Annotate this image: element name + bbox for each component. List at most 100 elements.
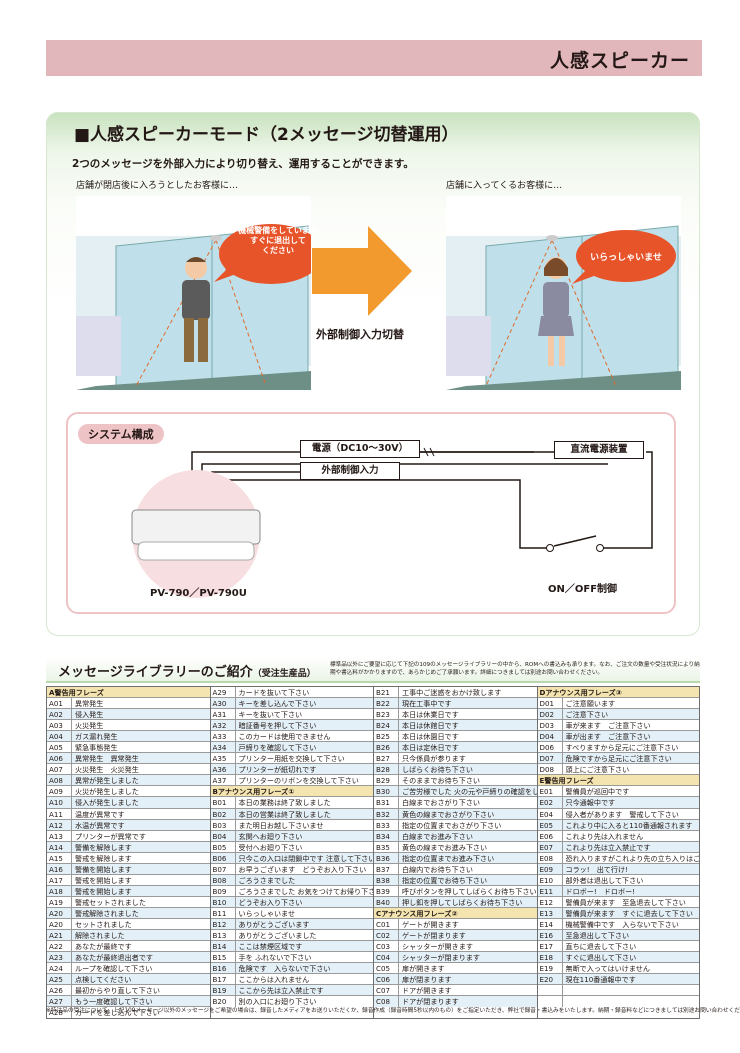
message-text: 玄関へお廻り下さい xyxy=(238,831,303,841)
message-code: A03 xyxy=(47,720,72,731)
closed-store-illustration xyxy=(76,196,311,390)
library-row: E08恐れ入りますがこれより先の立ち入りはご遠慮下さい xyxy=(537,852,699,864)
message-text: ご注意願います xyxy=(565,699,616,709)
message-code: A04 xyxy=(47,731,72,742)
message-text: 白線内でお待ち下さい xyxy=(402,864,473,874)
message-text: カードを差し込んで下さい xyxy=(75,1008,160,1018)
system-title: システム構成 xyxy=(78,424,164,444)
message-code: C01 xyxy=(374,918,399,930)
message-code: E05 xyxy=(538,819,563,830)
message-text: これより先は立入禁止です xyxy=(565,842,651,852)
message-text: ループを確認して下さい xyxy=(75,964,153,974)
dc-power-supply: 直流電源装置 xyxy=(554,441,644,459)
arrow-right-icon xyxy=(312,226,412,316)
library-title-note: （受注生産品） xyxy=(252,669,316,679)
message-code: A25 xyxy=(47,974,72,985)
message-code: C08 xyxy=(374,996,399,1008)
message-code: B24 xyxy=(374,720,399,731)
message-code: B32 xyxy=(374,808,399,819)
message-text: 押し釦を押してしばらくお待ち下さい xyxy=(402,897,523,907)
message-code: B16 xyxy=(211,963,236,974)
message-text: 火災が発生しました xyxy=(75,787,139,797)
message-code: E07 xyxy=(538,841,563,852)
message-text: 指定の位置までおさがり下さい xyxy=(402,820,502,830)
message-text: 只今係員が参ります xyxy=(402,754,466,764)
message-code: B09 xyxy=(211,885,236,896)
message-text: 異常発生 xyxy=(75,699,104,709)
message-code: A05 xyxy=(47,742,72,753)
message-text: 点検してください xyxy=(75,975,132,985)
message-text: しばらくお待ち下さい xyxy=(402,765,473,775)
message-text: もう一度確認して下さい xyxy=(75,997,153,1007)
message-text: すぐに退出して下さい xyxy=(565,953,637,963)
empty-row xyxy=(537,985,699,997)
message-text: このカードは使用できません xyxy=(238,732,331,742)
message-text: 警備を解除します xyxy=(75,842,132,852)
message-text: 車が出ます ご注意下さい xyxy=(565,732,651,742)
message-text: 危険ですから足元にご注意下さい xyxy=(565,754,672,764)
message-code: E20 xyxy=(538,974,563,985)
mode-description: 2つのメッセージを外部入力により切り替え、運用することができます。 xyxy=(72,158,414,170)
message-text: 本日は休館日です xyxy=(402,721,459,731)
message-text: 指定の位置までお進み下さい xyxy=(402,853,495,863)
message-code: E02 xyxy=(538,797,563,808)
message-text: ごろうさまでした お気をつけてお帰り下さい xyxy=(238,886,374,896)
footer-note: ※特注品の受注について 上記109メッセージ以外のメッセージをご希望の場合は、録… xyxy=(46,1008,740,1014)
message-code: B40 xyxy=(374,896,399,907)
message-text: 侵入発生 xyxy=(75,710,104,720)
message-code: E18 xyxy=(538,952,563,963)
wiring-lines xyxy=(131,447,653,598)
message-code: A23 xyxy=(47,952,72,963)
message-text: 只今この入口は閉鎖中です 注意して下さい xyxy=(238,853,374,863)
message-code: B13 xyxy=(211,930,236,941)
message-text: 温度が異常です xyxy=(75,809,125,819)
message-code: A26 xyxy=(47,985,72,996)
message-code: B23 xyxy=(374,709,399,720)
message-code: B06 xyxy=(211,852,236,863)
message-code: E06 xyxy=(538,830,563,841)
message-text: 警備員が来ます 至急退去して下さい xyxy=(565,897,686,907)
message-code: E09 xyxy=(538,863,563,874)
message-text: 警戒を開始します xyxy=(75,886,132,896)
message-code: B21 xyxy=(374,687,399,698)
message-code: A36 xyxy=(211,764,236,775)
message-code: E10 xyxy=(538,874,563,885)
message-text: 呼びボタンを押してしばらくお待ち下さい xyxy=(402,886,537,896)
message-code: E14 xyxy=(538,918,563,930)
library-header: メッセージライブラリーのご紹介（受注生産品） xyxy=(46,657,700,683)
message-text: 本日は休園日です xyxy=(402,732,459,742)
message-text: 侵入が発生しました xyxy=(75,798,139,808)
message-text: 火災発生 火災発生 xyxy=(75,765,139,775)
model-label: PV-790／PV-790U xyxy=(150,588,247,599)
message-text: どうぞお入り下さい xyxy=(238,897,303,907)
message-code: A11 xyxy=(47,808,72,819)
message-code: A15 xyxy=(47,852,72,863)
message-code: B15 xyxy=(211,952,236,963)
message-text: ありがとうございます xyxy=(238,919,310,929)
message-text: 扉が開きます xyxy=(402,964,445,974)
